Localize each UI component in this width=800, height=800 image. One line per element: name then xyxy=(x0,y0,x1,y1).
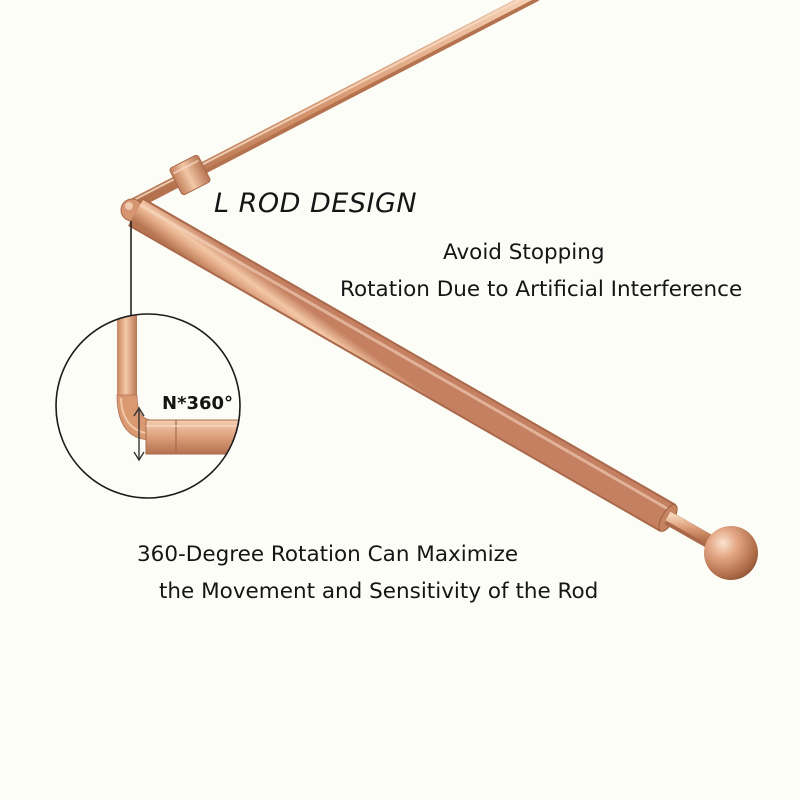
feature-1-line-2: Rotation Due to Artificial Interference xyxy=(340,277,743,302)
rod-neck xyxy=(664,511,716,550)
feature-1-line-1: Avoid Stopping xyxy=(443,240,605,265)
main-tube xyxy=(128,198,678,532)
feature-2-line-2: the Movement and Sensitivity of the Rod xyxy=(159,579,599,604)
title-l-rod-design: L ROD DESIGN xyxy=(214,188,418,219)
zoom-rotation-label: N*360° xyxy=(162,393,234,414)
zoom-detail-circle xyxy=(55,313,241,499)
ball-end-cap xyxy=(704,526,758,580)
rod-collar xyxy=(169,154,211,196)
feature-2-line-1: 360-Degree Rotation Can Maximize xyxy=(137,542,519,567)
